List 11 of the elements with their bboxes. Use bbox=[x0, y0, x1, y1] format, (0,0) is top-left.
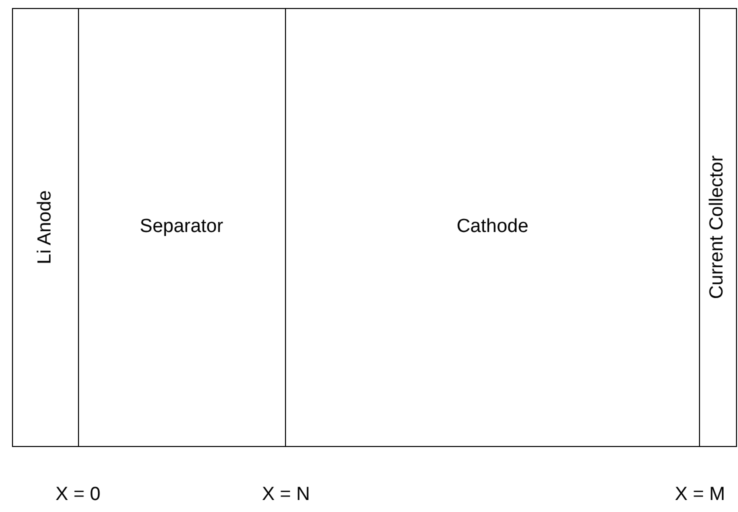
layer-label: Separator bbox=[140, 215, 224, 240]
layer-region bbox=[78, 8, 286, 447]
layer-region bbox=[12, 8, 79, 447]
layer-label: Current Collector bbox=[706, 156, 729, 300]
position-label: X = N bbox=[262, 483, 310, 507]
position-label: X = M bbox=[674, 483, 726, 507]
layer-label: Cathode bbox=[456, 215, 528, 240]
layer-region bbox=[700, 8, 737, 447]
position-label: X = 0 bbox=[56, 483, 100, 507]
layer-region bbox=[286, 8, 700, 447]
layer-label: Li Anode bbox=[33, 190, 56, 264]
